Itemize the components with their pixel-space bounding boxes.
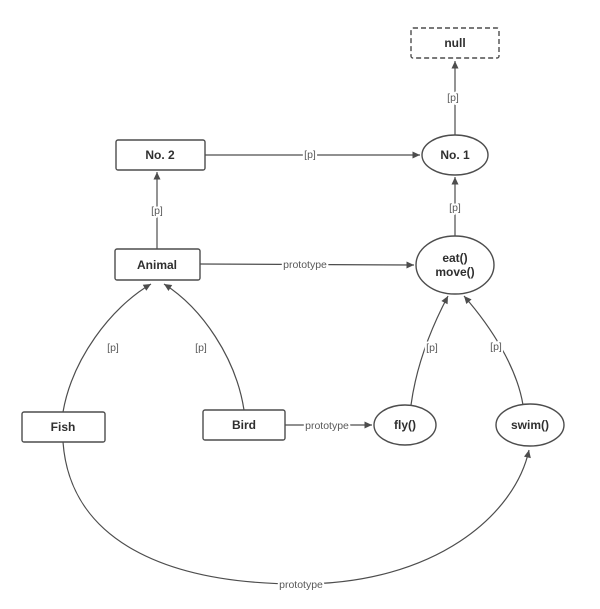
edge-animal-to-eat-move: prototype bbox=[199, 257, 415, 273]
edge-fish-to-swim: prototype bbox=[62, 441, 531, 593]
edge-label: [p] bbox=[426, 342, 438, 354]
null-label: null bbox=[444, 36, 465, 50]
fly-ellipse bbox=[373, 404, 437, 446]
edge-fly-to-eat-move: [p] bbox=[410, 295, 449, 406]
eat-move-label-line2: move() bbox=[435, 265, 474, 279]
no2-box bbox=[115, 139, 206, 171]
arrow-path bbox=[463, 295, 524, 406]
edge-swim-to-eat-move: [p] bbox=[463, 295, 524, 406]
eat-move-label-line1: eat() bbox=[442, 251, 467, 265]
edge-fish-to-animal: [p] bbox=[62, 283, 152, 413]
bird-label: Bird bbox=[232, 418, 256, 432]
eat-move-ellipse bbox=[415, 235, 495, 295]
arrow-path bbox=[62, 441, 531, 585]
arrow-path bbox=[62, 283, 152, 413]
animal-box bbox=[114, 248, 201, 281]
node-eat-move: eat() move() bbox=[415, 235, 495, 295]
node-fish: Fish bbox=[21, 411, 106, 443]
null-box bbox=[410, 27, 500, 59]
edge-label: prototype bbox=[283, 259, 327, 271]
node-no2: No. 2 bbox=[115, 139, 206, 171]
arrow-path bbox=[410, 295, 449, 406]
edge-eat-move-to-no1: [p] bbox=[447, 177, 463, 236]
node-no1: No. 1 bbox=[421, 134, 489, 176]
edge-label: [p] bbox=[449, 202, 461, 214]
arrow-path bbox=[163, 283, 245, 411]
edge-label: prototype bbox=[305, 420, 349, 432]
no1-label: No. 1 bbox=[440, 148, 470, 162]
swim-ellipse bbox=[495, 403, 565, 447]
node-animal: Animal bbox=[114, 248, 201, 281]
edge-label: prototype bbox=[279, 579, 323, 591]
no1-ellipse bbox=[421, 134, 489, 176]
node-fly: fly() bbox=[373, 404, 437, 446]
node-null: null bbox=[410, 27, 500, 59]
edge-label: [p] bbox=[304, 149, 316, 161]
arrow-path bbox=[199, 261, 415, 269]
edge-label: [p] bbox=[447, 92, 459, 104]
fish-box bbox=[21, 411, 106, 443]
animal-label: Animal bbox=[137, 258, 177, 272]
bird-box bbox=[202, 409, 286, 441]
edge-label: [p] bbox=[195, 342, 207, 354]
fly-label: fly() bbox=[394, 418, 416, 432]
edge-label: [p] bbox=[490, 341, 502, 353]
node-bird: Bird bbox=[202, 409, 286, 441]
edge-animal-to-no2: [p] bbox=[149, 172, 165, 249]
edge-label: [p] bbox=[107, 342, 119, 354]
edge-no2-to-no1: [p] bbox=[205, 147, 420, 163]
fish-label: Fish bbox=[51, 420, 76, 434]
swim-label: swim() bbox=[511, 418, 549, 432]
edge-bird-to-fly: prototype bbox=[285, 418, 372, 434]
node-swim: swim() bbox=[495, 403, 565, 447]
edge-bird-to-animal: [p] bbox=[163, 283, 245, 411]
edge-label: [p] bbox=[151, 205, 163, 217]
edge-no1-to-null: [p] bbox=[445, 61, 461, 135]
no2-label: No. 2 bbox=[145, 148, 175, 162]
